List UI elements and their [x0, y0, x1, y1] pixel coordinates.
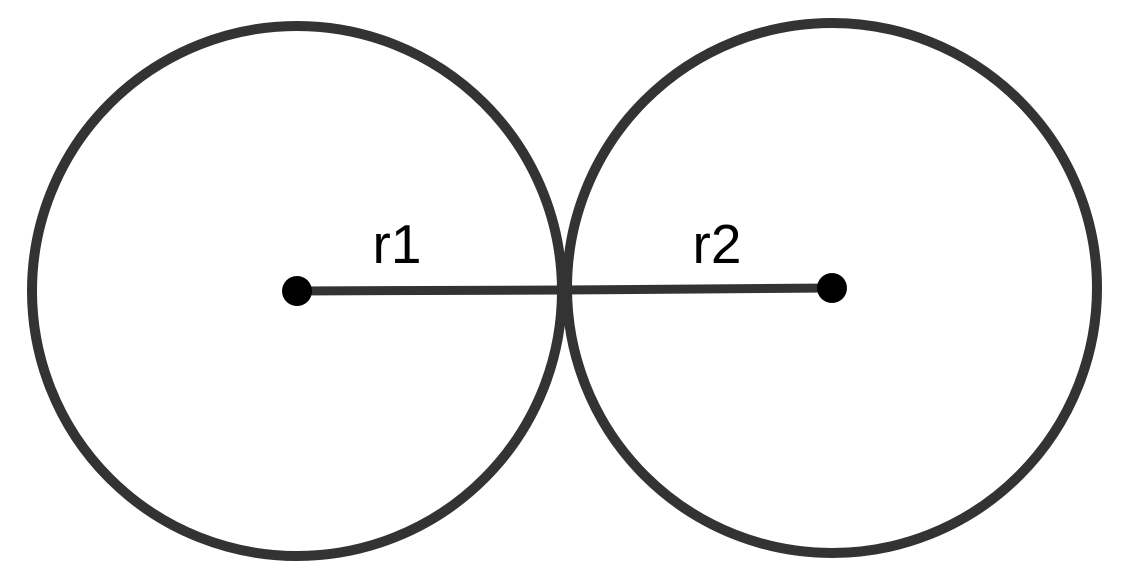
radius-label-r2: r2 — [693, 213, 742, 275]
radius-line-r2 — [563, 283, 833, 295]
left-center-dot — [282, 276, 312, 306]
radius-line-r1 — [296, 285, 565, 296]
radius-label-r1: r1 — [373, 213, 422, 275]
right-center-dot — [817, 273, 847, 303]
